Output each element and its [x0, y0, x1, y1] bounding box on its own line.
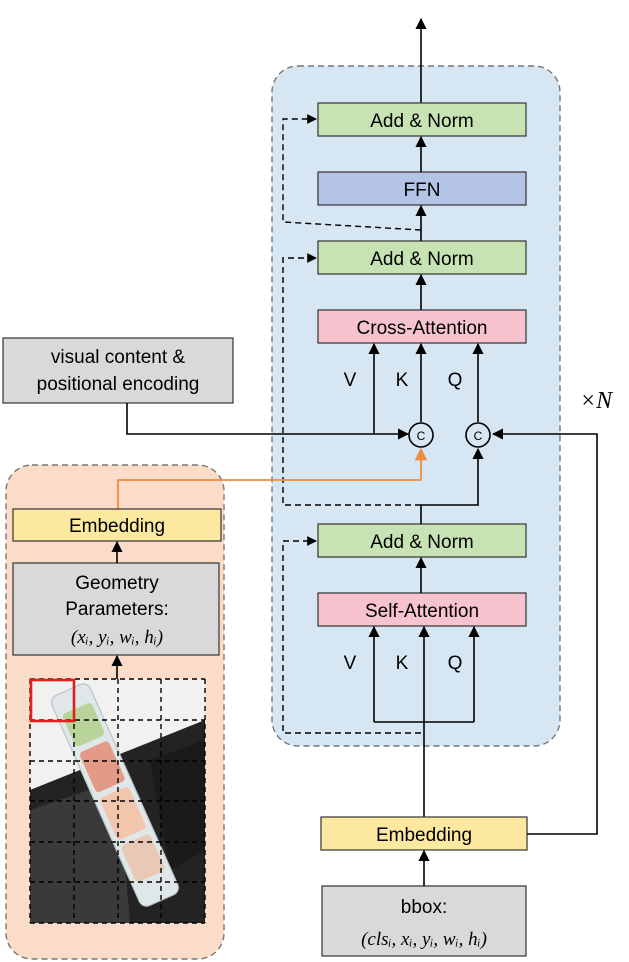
self-attention-box	[317, 592, 527, 627]
concat-symbol-left: C	[417, 429, 426, 443]
residual-bottom	[282, 536, 421, 734]
visual-to-concat-arrow	[126, 403, 410, 440]
visual-content-line2: positional encoding	[37, 374, 200, 395]
geometry-to-concat-arrow	[117, 447, 428, 509]
repeat-label: ×N	[580, 388, 614, 414]
cross-q-label: Q	[448, 370, 463, 391]
self-q-label: Q	[448, 653, 463, 674]
cross-attention-label: Cross-Attention	[357, 318, 488, 339]
concat-circle-right	[465, 422, 491, 448]
grid-image	[29, 678, 206, 924]
geometry-params-line2: Parameters:	[65, 599, 168, 620]
cross-k-label: K	[396, 370, 409, 391]
geometry-embedding-label: Embedding	[69, 516, 165, 537]
add-norm-mid-box	[317, 240, 527, 275]
highlighted-grid-cell	[29, 678, 76, 723]
bbox-box	[321, 885, 527, 957]
cross-v-label: V	[344, 370, 357, 391]
geometry-params-formula: (xᵢ, yᵢ, wᵢ, hᵢ)	[71, 627, 163, 648]
bbox-embedding-to-concat	[491, 428, 598, 835]
self-attention-label: Self-Attention	[365, 601, 479, 622]
geometry-params-line1: Geometry	[75, 573, 159, 594]
self-k-label: K	[396, 653, 409, 674]
geometry-embedding-box	[12, 508, 222, 542]
bbox-embedding-label: Embedding	[376, 825, 472, 846]
bbox-formula: (clsᵢ, xᵢ, yᵢ, wᵢ, hᵢ)	[361, 929, 487, 950]
addnorm-to-concat-arrow	[420, 447, 484, 524]
ffn-label: FFN	[404, 180, 441, 201]
visual-content-box	[2, 337, 234, 404]
ffn-box	[317, 171, 527, 206]
add-norm-mid-label: Add & Norm	[370, 249, 473, 270]
add-norm-bottom-label: Add & Norm	[370, 532, 473, 553]
residual-mid	[282, 253, 421, 506]
decoder-panel	[271, 65, 561, 747]
concat-symbol-right: C	[474, 429, 483, 443]
geometry-params-box	[12, 562, 220, 656]
add-norm-top-box	[317, 102, 527, 137]
bbox-line1: bbox:	[401, 897, 447, 918]
visual-content-line1: visual content &	[51, 347, 185, 368]
add-norm-top-label: Add & Norm	[370, 111, 473, 132]
self-v-label: V	[344, 653, 357, 674]
cross-attention-box	[317, 309, 527, 344]
